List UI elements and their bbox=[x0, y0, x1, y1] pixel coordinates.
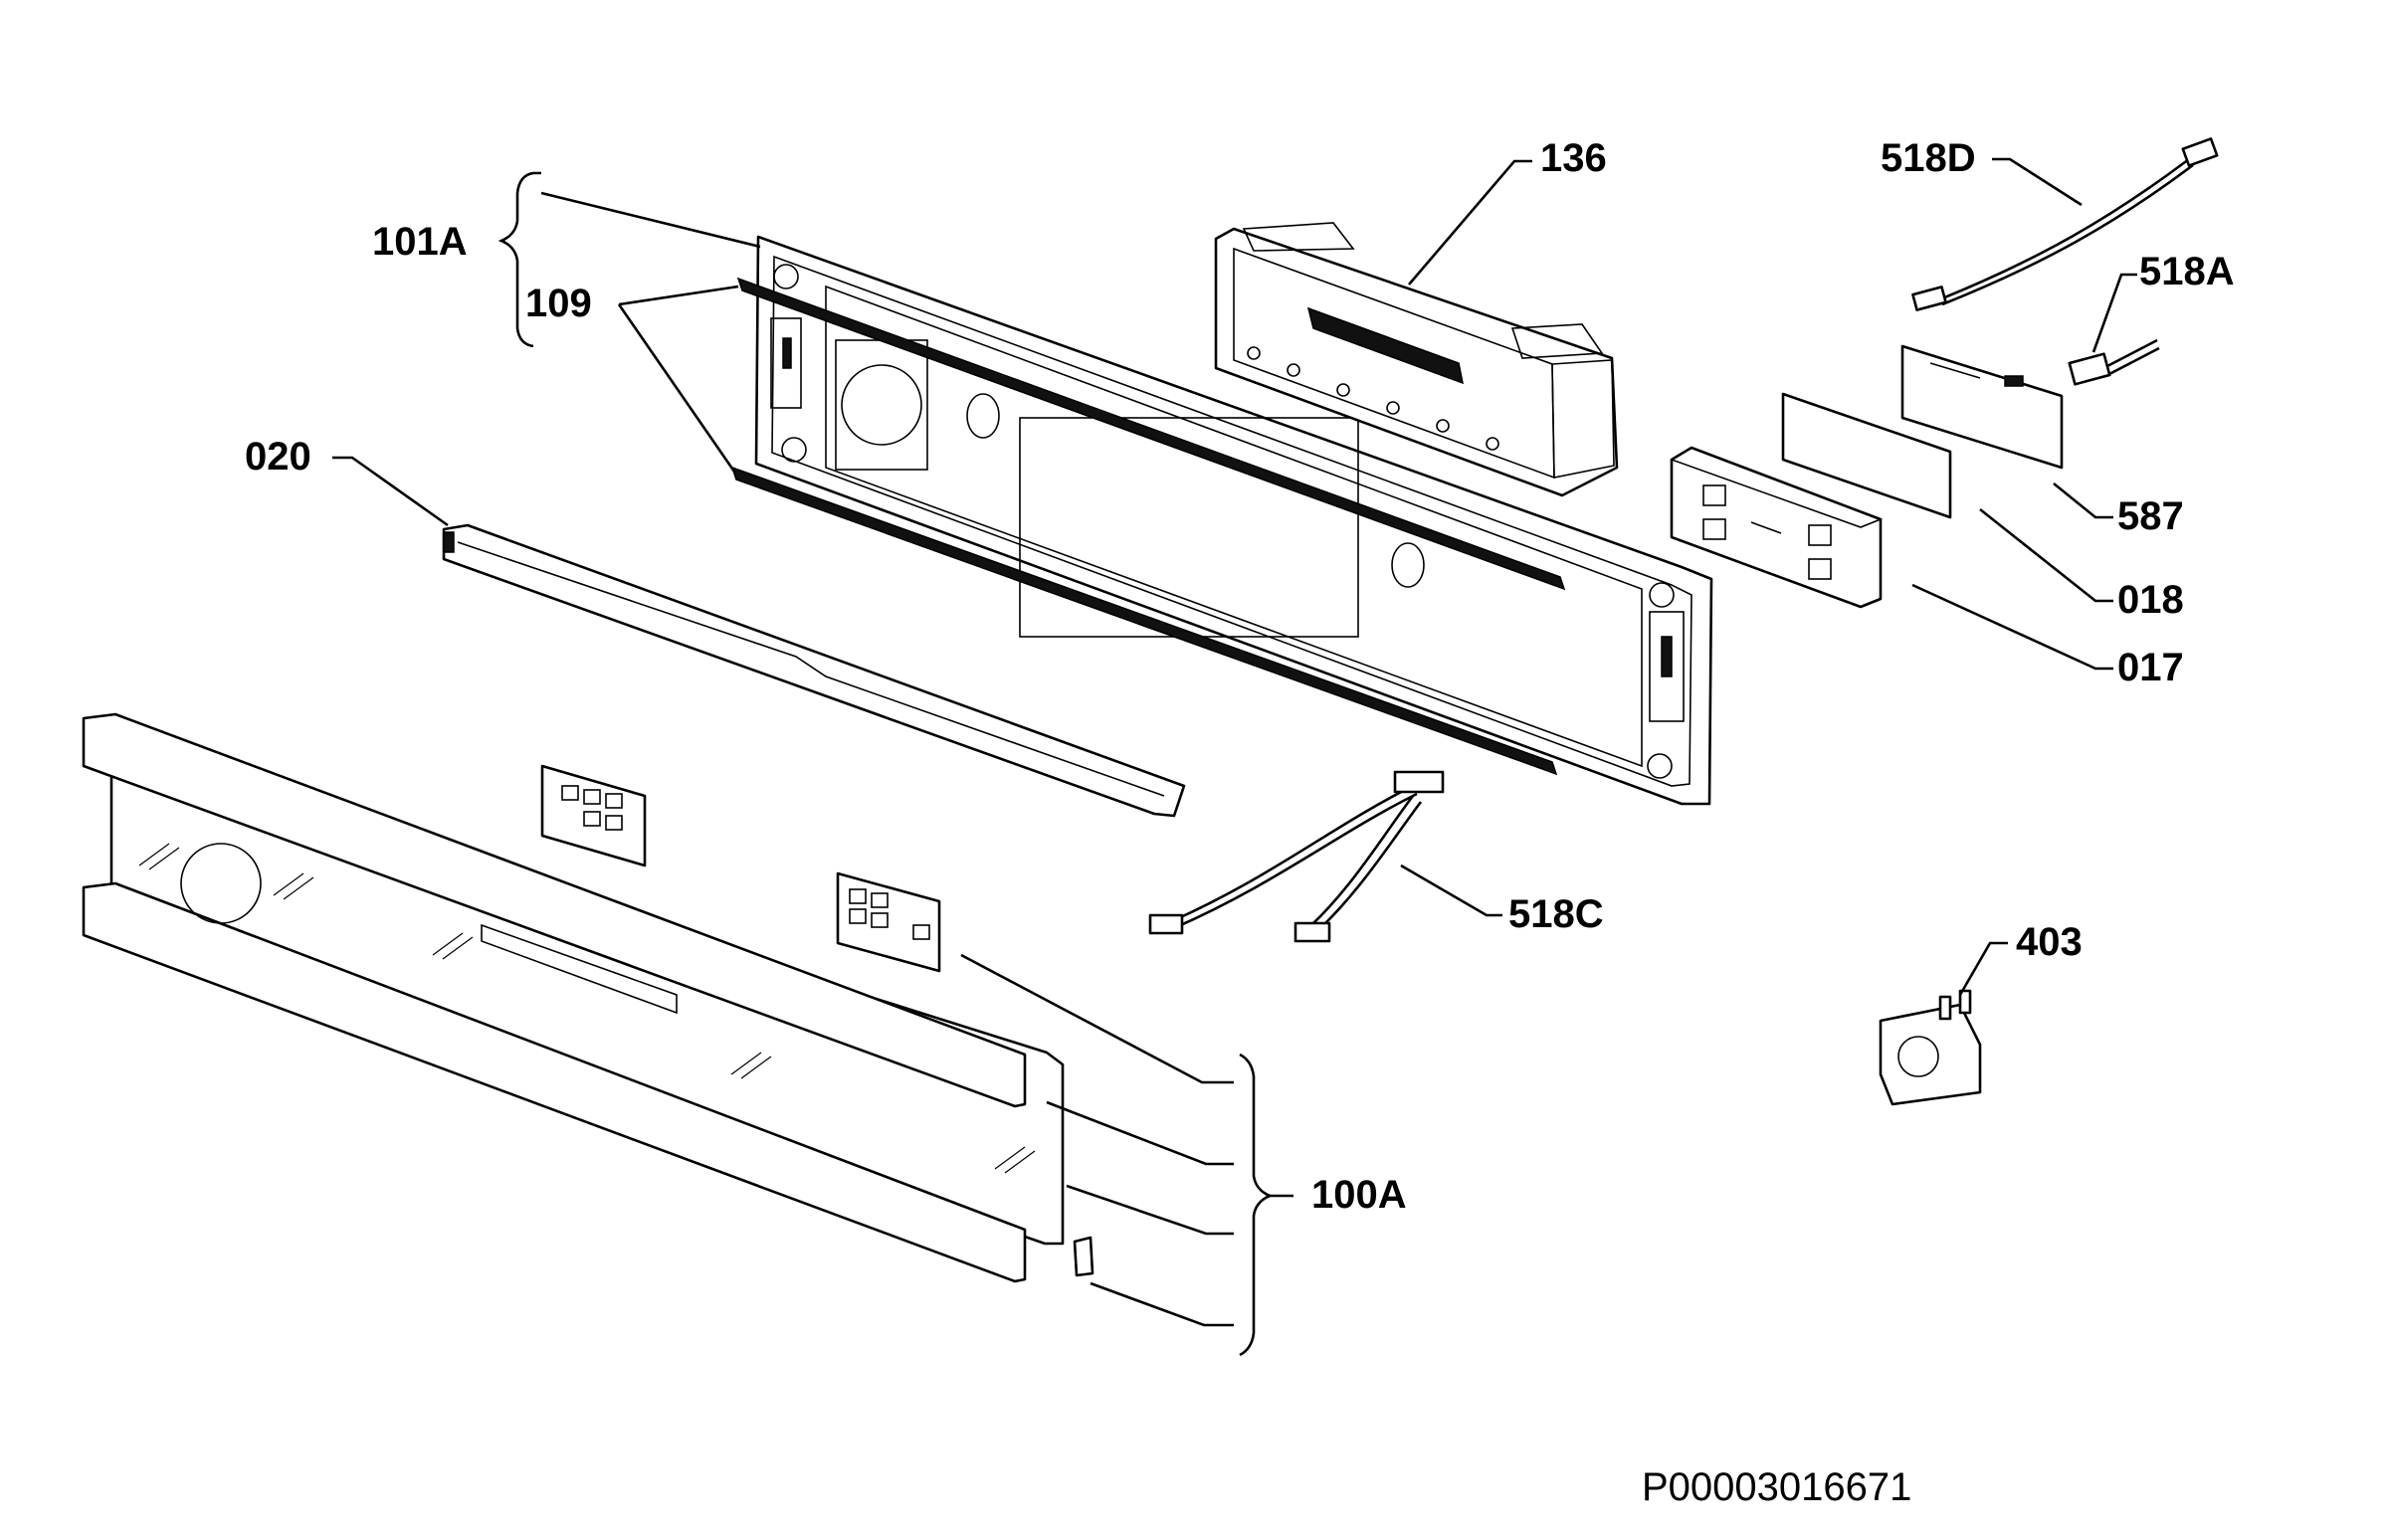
document-id: P00003016671 bbox=[1642, 1465, 1911, 1509]
label-518A: 518A bbox=[2139, 250, 2235, 293]
cable-518C bbox=[1148, 770, 1445, 943]
label-020: 020 bbox=[245, 435, 311, 479]
label-109: 109 bbox=[525, 282, 592, 325]
electronic-module bbox=[1214, 222, 1619, 497]
label-017: 017 bbox=[2117, 646, 2184, 689]
label-587: 587 bbox=[2117, 494, 2184, 538]
circuit-board bbox=[1900, 344, 2064, 470]
insulation-sheet bbox=[1781, 392, 1952, 519]
label-403: 403 bbox=[2016, 920, 2083, 964]
label-018: 018 bbox=[2117, 578, 2184, 622]
lamp-holder bbox=[1879, 989, 1982, 1106]
label-136: 136 bbox=[1540, 136, 1607, 180]
part-labels: 136 518D 101A 109 518A 020 587 018 017 5… bbox=[245, 136, 2235, 1217]
keypad-housing bbox=[1670, 446, 1884, 609]
support-bar bbox=[442, 523, 1186, 818]
gasket-strips bbox=[730, 277, 1566, 776]
connector-518A bbox=[2068, 338, 2160, 386]
label-518D: 518D bbox=[1881, 136, 1976, 180]
leader-lines bbox=[332, 157, 2137, 1357]
label-101A: 101A bbox=[372, 220, 468, 264]
label-100A: 100A bbox=[1311, 1173, 1407, 1217]
front-glass-panel bbox=[82, 712, 1094, 1283]
cable-518D bbox=[1911, 137, 2219, 311]
label-518C: 518C bbox=[1508, 892, 1604, 936]
